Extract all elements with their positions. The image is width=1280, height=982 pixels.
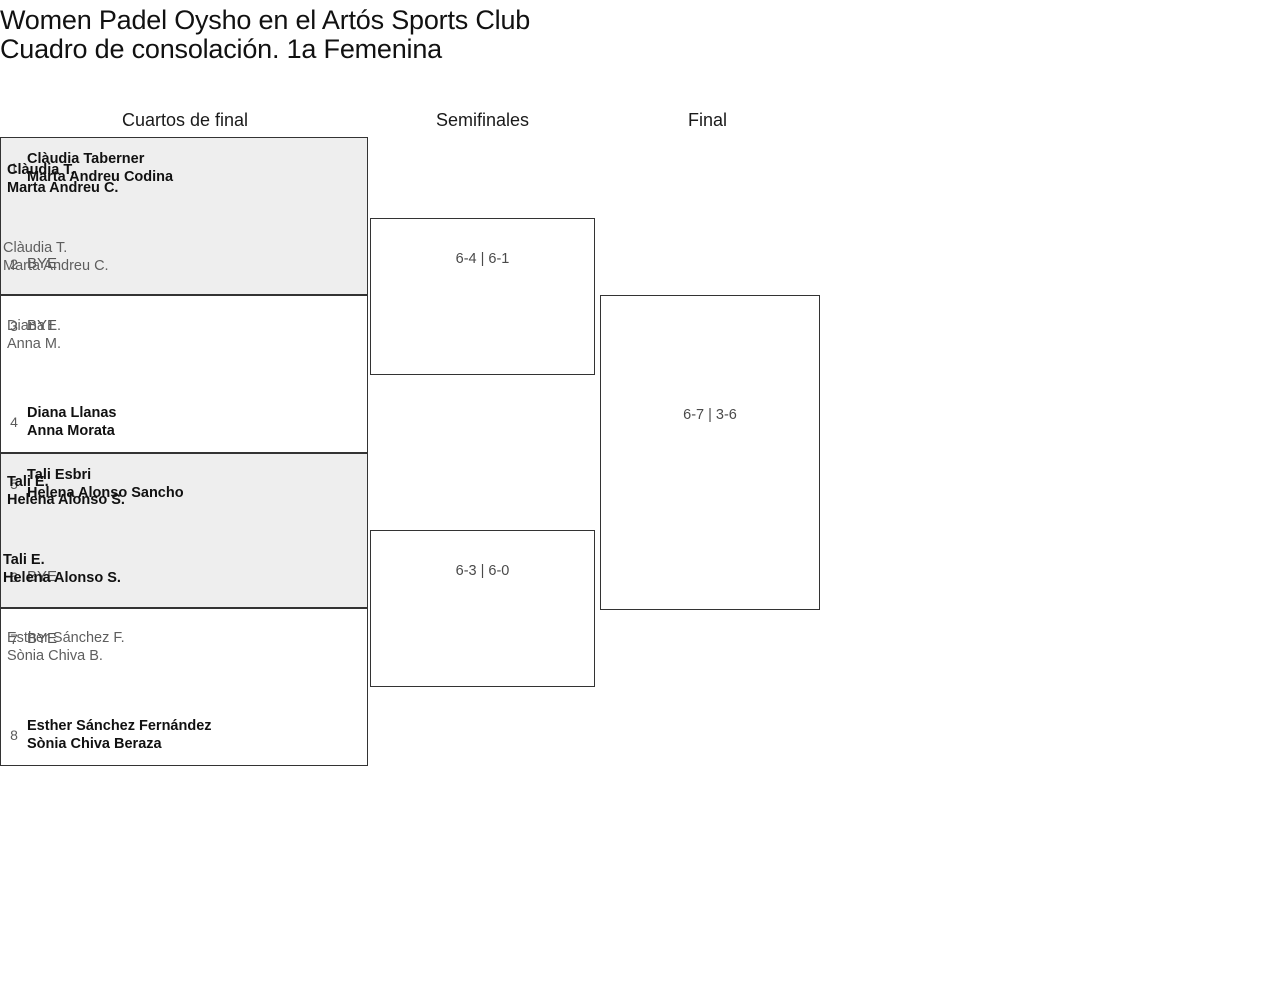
r2-match-2-score: 6-3 | 6-0 [455,563,510,579]
r1-match-4[interactable]: 7 BYE 8 Esther Sánchez Fernández Sònia C… [0,608,368,766]
team-names: BYE [27,255,58,272]
r1-match-4-slot-bottom[interactable]: 8 Esther Sánchez Fernández Sònia Chiva B… [1,715,367,755]
r1-match-2-slot-bottom[interactable]: 4 Diana Llanas Anna Morata [1,402,367,442]
seed-number: 5 [10,476,18,492]
team-names: Esther Sánchez Fernández Sònia Chiva Ber… [27,718,212,752]
team-names: Diana Llanas Anna Morata [27,405,117,439]
team-names: Tali Esbri Helena Alonso Sancho [27,467,184,501]
team-names: BYE [27,630,58,647]
r3-match-1[interactable]: 6-7 | 3-6 [600,295,820,610]
seed-number: 6 [10,569,18,585]
r2-match-1-winner: Clàudia T. Marta Andreu C. [7,162,119,196]
team-names: BYE [27,568,58,585]
round-header-quarterfinals: Cuartos de final [121,110,249,130]
r1-match-3-slot-bottom[interactable]: 6 BYE [1,557,367,597]
r1-match-4-slot-top[interactable]: 7 BYE [1,619,367,659]
r1-match-1[interactable]: 1 Clàudia Taberner Marta Andreu Codina 2… [0,137,368,295]
seed-number: 4 [10,414,18,430]
team-names: Clàudia Taberner Marta Andreu Codina [27,151,174,185]
r1-match-2-slot-top[interactable]: 3 BYE [1,306,367,346]
r2-match-1-loser: Diana L. Anna M. [7,318,62,352]
page-title: Women Padel Oysho en el Artós Sports Clu… [0,6,900,64]
r1-match-1-slot-top[interactable]: 1 Clàudia Taberner Marta Andreu Codina [1,148,367,188]
r2-match-1[interactable]: 6-4 | 6-1 [370,218,595,375]
team-names: BYE [27,317,58,334]
r3-match-1-winner: Tali E. Helena Alonso S. [3,552,121,586]
r3-match-1-loser: Clàudia T. Marta Andreu C. [3,240,109,274]
round-header-semifinals: Semifinales [435,110,530,130]
seed-number: 8 [10,727,18,743]
r1-match-3[interactable]: 5 Tali Esbri Helena Alonso Sancho 6 BYE [0,453,368,608]
r1-match-1-slot-bottom[interactable]: 2 BYE [1,244,367,284]
title-line-1: Women Padel Oysho en el Artós Sports Clu… [0,5,531,35]
r2-match-2[interactable]: 6-3 | 6-0 [370,530,595,687]
r2-match-2-loser: Esther Sánchez F. Sònia Chiva B. [7,630,125,664]
r1-match-3-slot-top[interactable]: 5 Tali Esbri Helena Alonso Sancho [1,464,367,504]
r1-match-2[interactable]: 3 BYE 4 Diana Llanas Anna Morata [0,295,368,453]
r2-match-2-winner: Tali E. Helena Alonso S. [7,474,125,508]
seed-number: 2 [10,256,18,272]
seed-number: 1 [10,160,18,176]
title-line-2: Cuadro de consolación. 1a Femenina [0,34,442,64]
round-header-final: Final [687,110,727,130]
r3-match-1-score: 6-7 | 3-6 [683,407,737,423]
seed-number: 3 [10,318,18,334]
seed-number: 7 [10,631,18,647]
r2-match-1-score: 6-4 | 6-1 [455,251,510,267]
